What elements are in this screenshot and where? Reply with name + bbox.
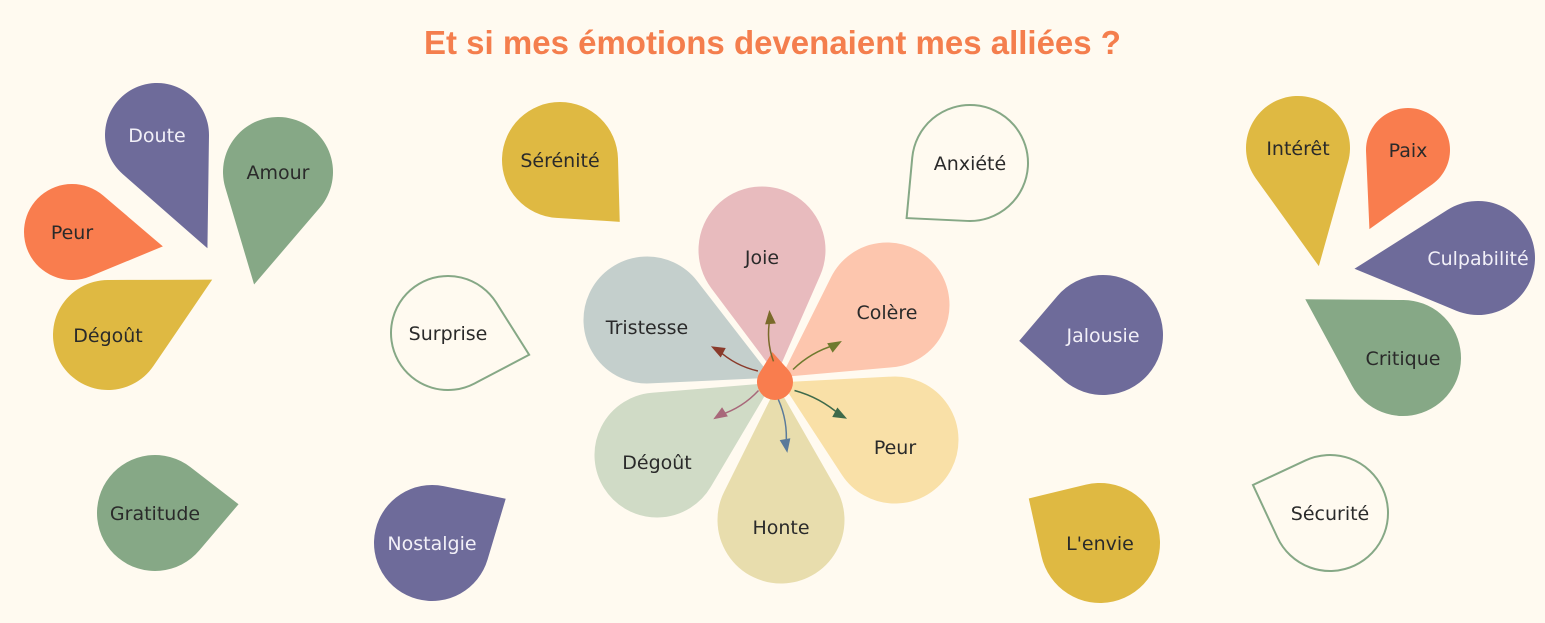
drop-l-envie — [1028, 483, 1160, 604]
drop-gratitude — [96, 455, 239, 571]
drop-label-doute: Doute — [128, 125, 185, 147]
arrow-head-icon — [827, 340, 842, 353]
petal-label-degout: Dégoût — [622, 452, 692, 474]
arrow-head-icon — [713, 407, 728, 420]
drop-label-degout: Dégoût — [73, 325, 143, 347]
arrow-head-icon — [779, 438, 791, 453]
drop-label-securite: Sécurité — [1291, 503, 1369, 525]
drop-label-amour: Amour — [247, 162, 310, 184]
center-drop — [757, 352, 793, 400]
arrow-head-icon — [765, 310, 776, 325]
drop-label-paix: Paix — [1389, 140, 1428, 162]
petal-label-tristesse: Tristesse — [605, 317, 688, 339]
drop-label-culpabilite: Culpabilité — [1427, 248, 1528, 270]
petal-label-peur: Peur — [874, 437, 917, 459]
drop-culpabilite — [1354, 201, 1535, 315]
drop-label-nostalgie: Nostalgie — [387, 533, 476, 555]
drop-interet — [1246, 95, 1350, 267]
petal-label-colere: Colère — [857, 302, 918, 324]
emotion-drops: DouteAmourPeurDégoûtGratitudeSérénitéSur… — [24, 83, 1535, 604]
page-title: Et si mes émotions devenaient mes alliée… — [424, 24, 1121, 61]
drop-label-peur: Peur — [51, 222, 94, 244]
drop-degout — [52, 279, 213, 391]
drop-label-jalousie: Jalousie — [1065, 325, 1139, 347]
petal-label-joie: Joie — [744, 247, 779, 269]
drop-critique — [1305, 299, 1461, 416]
arrow-head-icon — [832, 407, 848, 419]
drop-paix — [1366, 108, 1450, 230]
drop-anxiete — [905, 104, 1029, 222]
drop-jalousie — [1019, 275, 1163, 395]
petal-label-honte: Honte — [752, 517, 809, 539]
drop-doute — [105, 83, 209, 249]
drop-label-serenite: Sérénité — [520, 150, 599, 172]
drop-label-interet: Intérêt — [1266, 138, 1329, 160]
drop-label-gratitude: Gratitude — [110, 503, 200, 525]
drop-peur — [24, 184, 163, 280]
drop-serenite — [502, 102, 620, 222]
drop-nostalgie — [374, 484, 506, 602]
drop-label-critique: Critique — [1366, 348, 1441, 370]
drop-amour — [223, 117, 333, 285]
drop-surprise — [390, 275, 531, 391]
drop-label-surprise: Surprise — [409, 323, 488, 345]
drop-label-l-envie: L'envie — [1066, 533, 1134, 555]
arrow-head-icon — [710, 346, 726, 358]
drop-label-anxiete: Anxiété — [934, 153, 1006, 175]
drop-securite — [1251, 454, 1389, 572]
